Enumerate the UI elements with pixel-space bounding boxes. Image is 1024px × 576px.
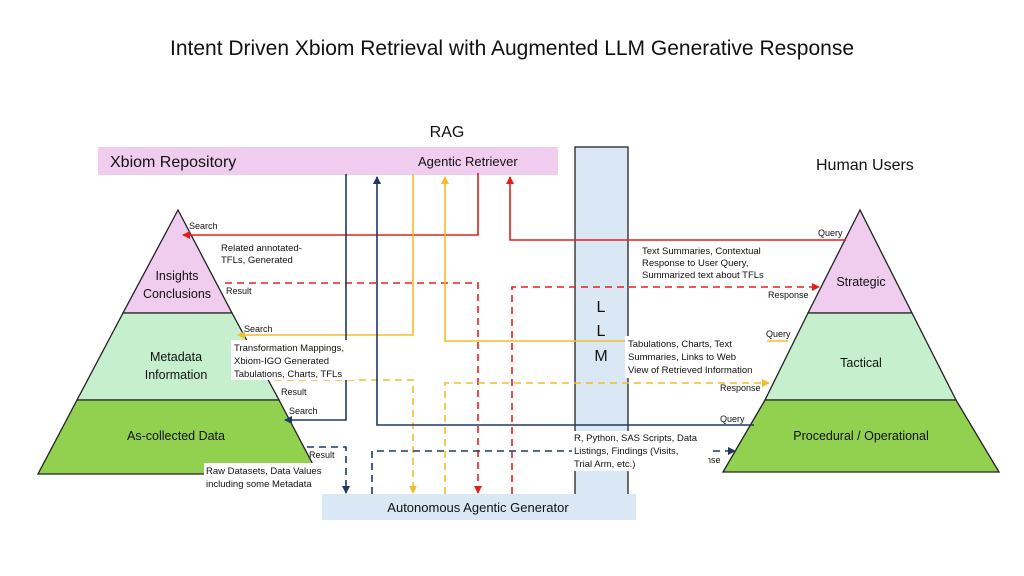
- data-result-arrow: [307, 446, 350, 494]
- right-pyramid: [721, 208, 1001, 473]
- tactical-response-arrow: [444, 379, 770, 494]
- operational-response-arrow: [371, 447, 736, 494]
- as-collected-data-label: As-collected Data: [127, 429, 225, 443]
- human-users-label: Human Users: [816, 157, 914, 174]
- data-return-note-line-1: Raw Datasets, Data Values: [206, 466, 322, 477]
- insights-result-label: Result: [226, 286, 252, 296]
- insights-return-note-line-1: Related annotated-: [221, 243, 302, 254]
- strategic-response-note-line-1: Text Summaries, Contextual: [642, 246, 761, 257]
- data-return-note-line-2: including some Metadata: [206, 479, 312, 490]
- operational-response-note-line-1: R, Python, SAS Scripts, Data: [574, 433, 698, 444]
- diagram-title: Intent Driven Xbiom Retrieval with Augme…: [170, 37, 854, 60]
- strategic-response-note-line-3: Summarized text about TFLs: [642, 270, 764, 281]
- operational-response-note-line-2: Listings, Findings (Visits,: [574, 446, 678, 457]
- right-pyramid-strategic-tier: [806, 208, 914, 314]
- data-search-label: Search: [289, 406, 318, 416]
- metadata-return-note-bg: [231, 340, 357, 380]
- operational-query-label: Query: [720, 414, 745, 424]
- strategic-query-label: Query: [818, 228, 843, 238]
- tactical-response-label: Response: [720, 383, 761, 393]
- data-return-note-bg: [204, 463, 336, 491]
- strategic-response-arrow: [511, 283, 820, 494]
- metadata-return-note-line-1: Transformation Mappings,: [234, 343, 344, 354]
- insights-search-arrow: [182, 173, 479, 239]
- operational-response-note-line-3: Trial Arm, etc.): [574, 459, 635, 470]
- xbiom-repository-label: Xbiom Repository: [110, 154, 236, 171]
- tactical-query-label: Query: [766, 329, 791, 339]
- insights-label: Insights: [155, 269, 198, 283]
- strategic-query-arrow: [506, 176, 846, 241]
- data-result-label: Result: [309, 450, 335, 460]
- autonomous-agentic-generator-bar: [322, 494, 636, 520]
- rag-label: RAG: [430, 124, 465, 141]
- tactical-response-note-bg: [625, 336, 767, 378]
- strategic-label: Strategic: [836, 275, 885, 289]
- conclusions-label: Conclusions: [143, 287, 211, 301]
- xbiom-repository-bar: [98, 147, 558, 175]
- tactical-response-note-line-3: View of Retrieved Information: [628, 365, 752, 376]
- insights-result-arrow: [225, 282, 482, 494]
- llm-letter-1: L: [597, 299, 606, 316]
- information-label: Information: [145, 368, 208, 382]
- metadata-return-note-line-2: Xbiom-IGO Generated: [234, 356, 329, 367]
- agentic-retriever-label: Agentic Retriever: [418, 154, 518, 169]
- data-search-arrow: [284, 174, 347, 424]
- llm-letter-3: M: [594, 348, 607, 365]
- strategic-response-label: Response: [768, 290, 809, 300]
- tactical-response-note-line-2: Summaries, Links to Web: [628, 352, 736, 363]
- metadata-result-arrow: [275, 379, 417, 494]
- metadata-search-label: Search: [244, 324, 273, 334]
- tactical-label: Tactical: [840, 356, 882, 370]
- strategic-response-note-bg: [640, 244, 776, 282]
- insights-return-note-line-2: TFLs, Generated: [221, 255, 293, 266]
- insights-search-label: Search: [189, 221, 218, 231]
- left-pyramid: [36, 208, 320, 475]
- autonomous-agentic-generator-label: Autonomous Agentic Generator: [387, 500, 569, 515]
- metadata-result-label: Result: [281, 387, 307, 397]
- procedural-operational-label: Procedural / Operational: [793, 429, 929, 443]
- operational-response-note-bg: [572, 431, 708, 471]
- llm-letter-2: L: [597, 323, 606, 340]
- insights-return-note-bg: [219, 242, 329, 266]
- metadata-search-arrow: [237, 174, 414, 339]
- metadata-label: Metadata: [150, 350, 202, 364]
- right-pyramid-operational-tier: [721, 399, 1001, 473]
- strategic-response-note-line-2: Response to User Query,: [642, 258, 748, 269]
- tactical-response-note-line-1: Tabulations, Charts, Text: [628, 339, 732, 350]
- operational-query-arrow: [373, 176, 754, 426]
- metadata-return-note-line-3: Tabulations, Charts, TFLs: [234, 369, 342, 380]
